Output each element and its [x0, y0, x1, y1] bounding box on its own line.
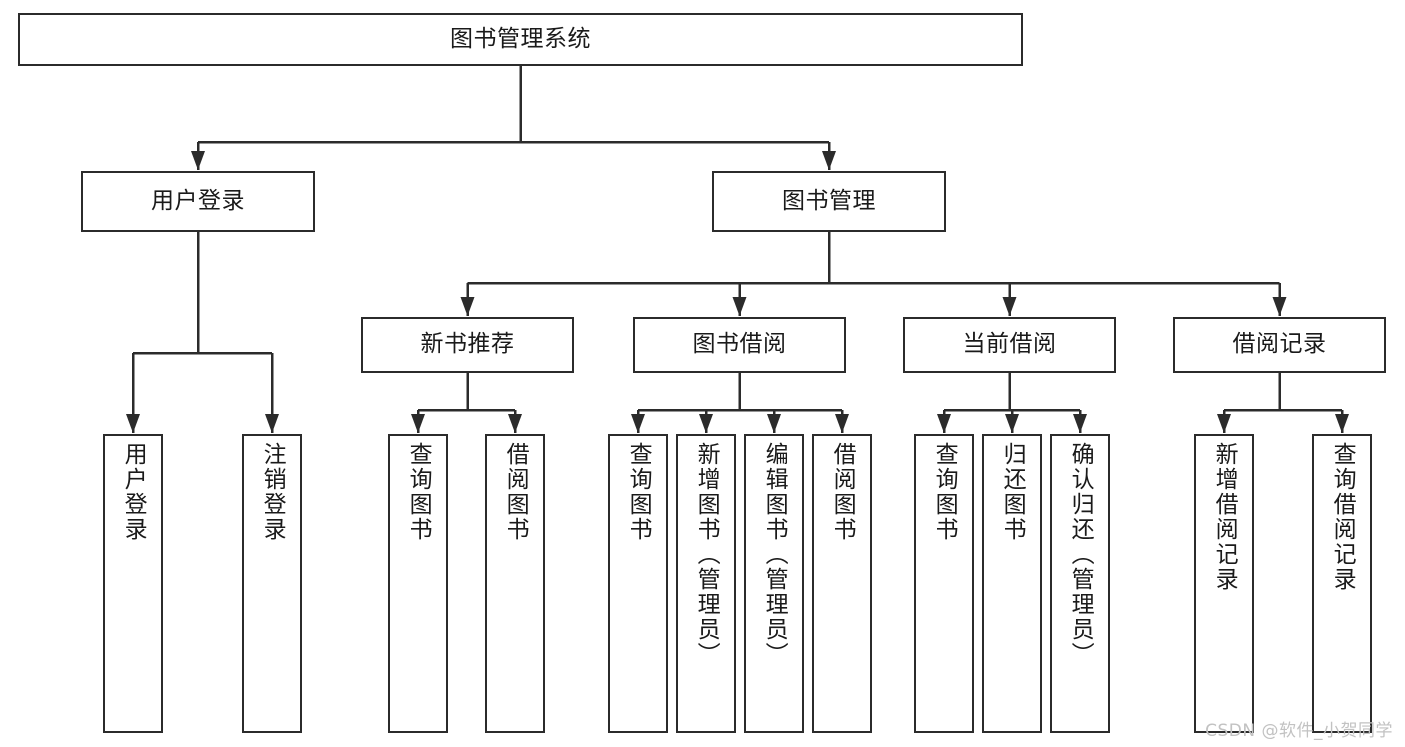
node-l-queryrec[interactable]: 查询借阅记录	[1312, 434, 1372, 733]
node-label: 新增借阅记录	[1211, 442, 1238, 592]
node-l-borrow2[interactable]: 借阅图书	[812, 434, 872, 733]
node-label: 查询图书	[625, 442, 652, 542]
node-label: 用户登录	[120, 442, 147, 542]
node-l-query2[interactable]: 查询图书	[608, 434, 668, 733]
node-current[interactable]: 当前借阅	[903, 317, 1116, 373]
node-label: 当前借阅	[962, 331, 1057, 358]
node-label: 借阅记录	[1232, 331, 1327, 358]
node-label: 归还图书	[999, 442, 1026, 542]
node-label: 借阅图书	[829, 442, 856, 542]
node-records[interactable]: 借阅记录	[1173, 317, 1386, 373]
node-l-add[interactable]: 新增图书（管理员）	[676, 434, 736, 733]
node-l-logout[interactable]: 注销登录	[242, 434, 302, 733]
node-label: 借阅图书	[502, 442, 529, 542]
node-label: 编辑图书（管理员）	[761, 442, 788, 667]
node-label: 查询借阅记录	[1329, 442, 1356, 592]
node-l-addrec[interactable]: 新增借阅记录	[1194, 434, 1254, 733]
node-l-borrow1[interactable]: 借阅图书	[485, 434, 545, 733]
node-newbook[interactable]: 新书推荐	[361, 317, 574, 373]
node-label: 查询图书	[931, 442, 958, 542]
node-l-confirm[interactable]: 确认归还（管理员）	[1050, 434, 1110, 733]
node-bookmgmt[interactable]: 图书管理	[712, 171, 946, 232]
node-borrow[interactable]: 图书借阅	[633, 317, 846, 373]
node-label: 新书推荐	[420, 331, 515, 358]
node-login[interactable]: 用户登录	[81, 171, 315, 232]
node-label: 图书借阅	[692, 331, 787, 358]
node-l-query1[interactable]: 查询图书	[388, 434, 448, 733]
node-l-login[interactable]: 用户登录	[103, 434, 163, 733]
node-label: 图书管理	[782, 187, 876, 214]
node-label: 注销登录	[259, 442, 286, 542]
node-label: 用户登录	[151, 187, 245, 214]
node-root[interactable]: 图书管理系统	[18, 13, 1023, 66]
node-l-edit[interactable]: 编辑图书（管理员）	[744, 434, 804, 733]
node-label: 新增图书（管理员）	[693, 442, 720, 667]
node-label: 图书管理系统	[450, 25, 591, 52]
csdn-watermark: CSDN @软件_小贺同学	[1205, 721, 1393, 741]
node-l-return[interactable]: 归还图书	[982, 434, 1042, 733]
node-label: 确认归还（管理员）	[1067, 442, 1094, 667]
node-label: 查询图书	[405, 442, 432, 542]
node-l-query3[interactable]: 查询图书	[914, 434, 974, 733]
